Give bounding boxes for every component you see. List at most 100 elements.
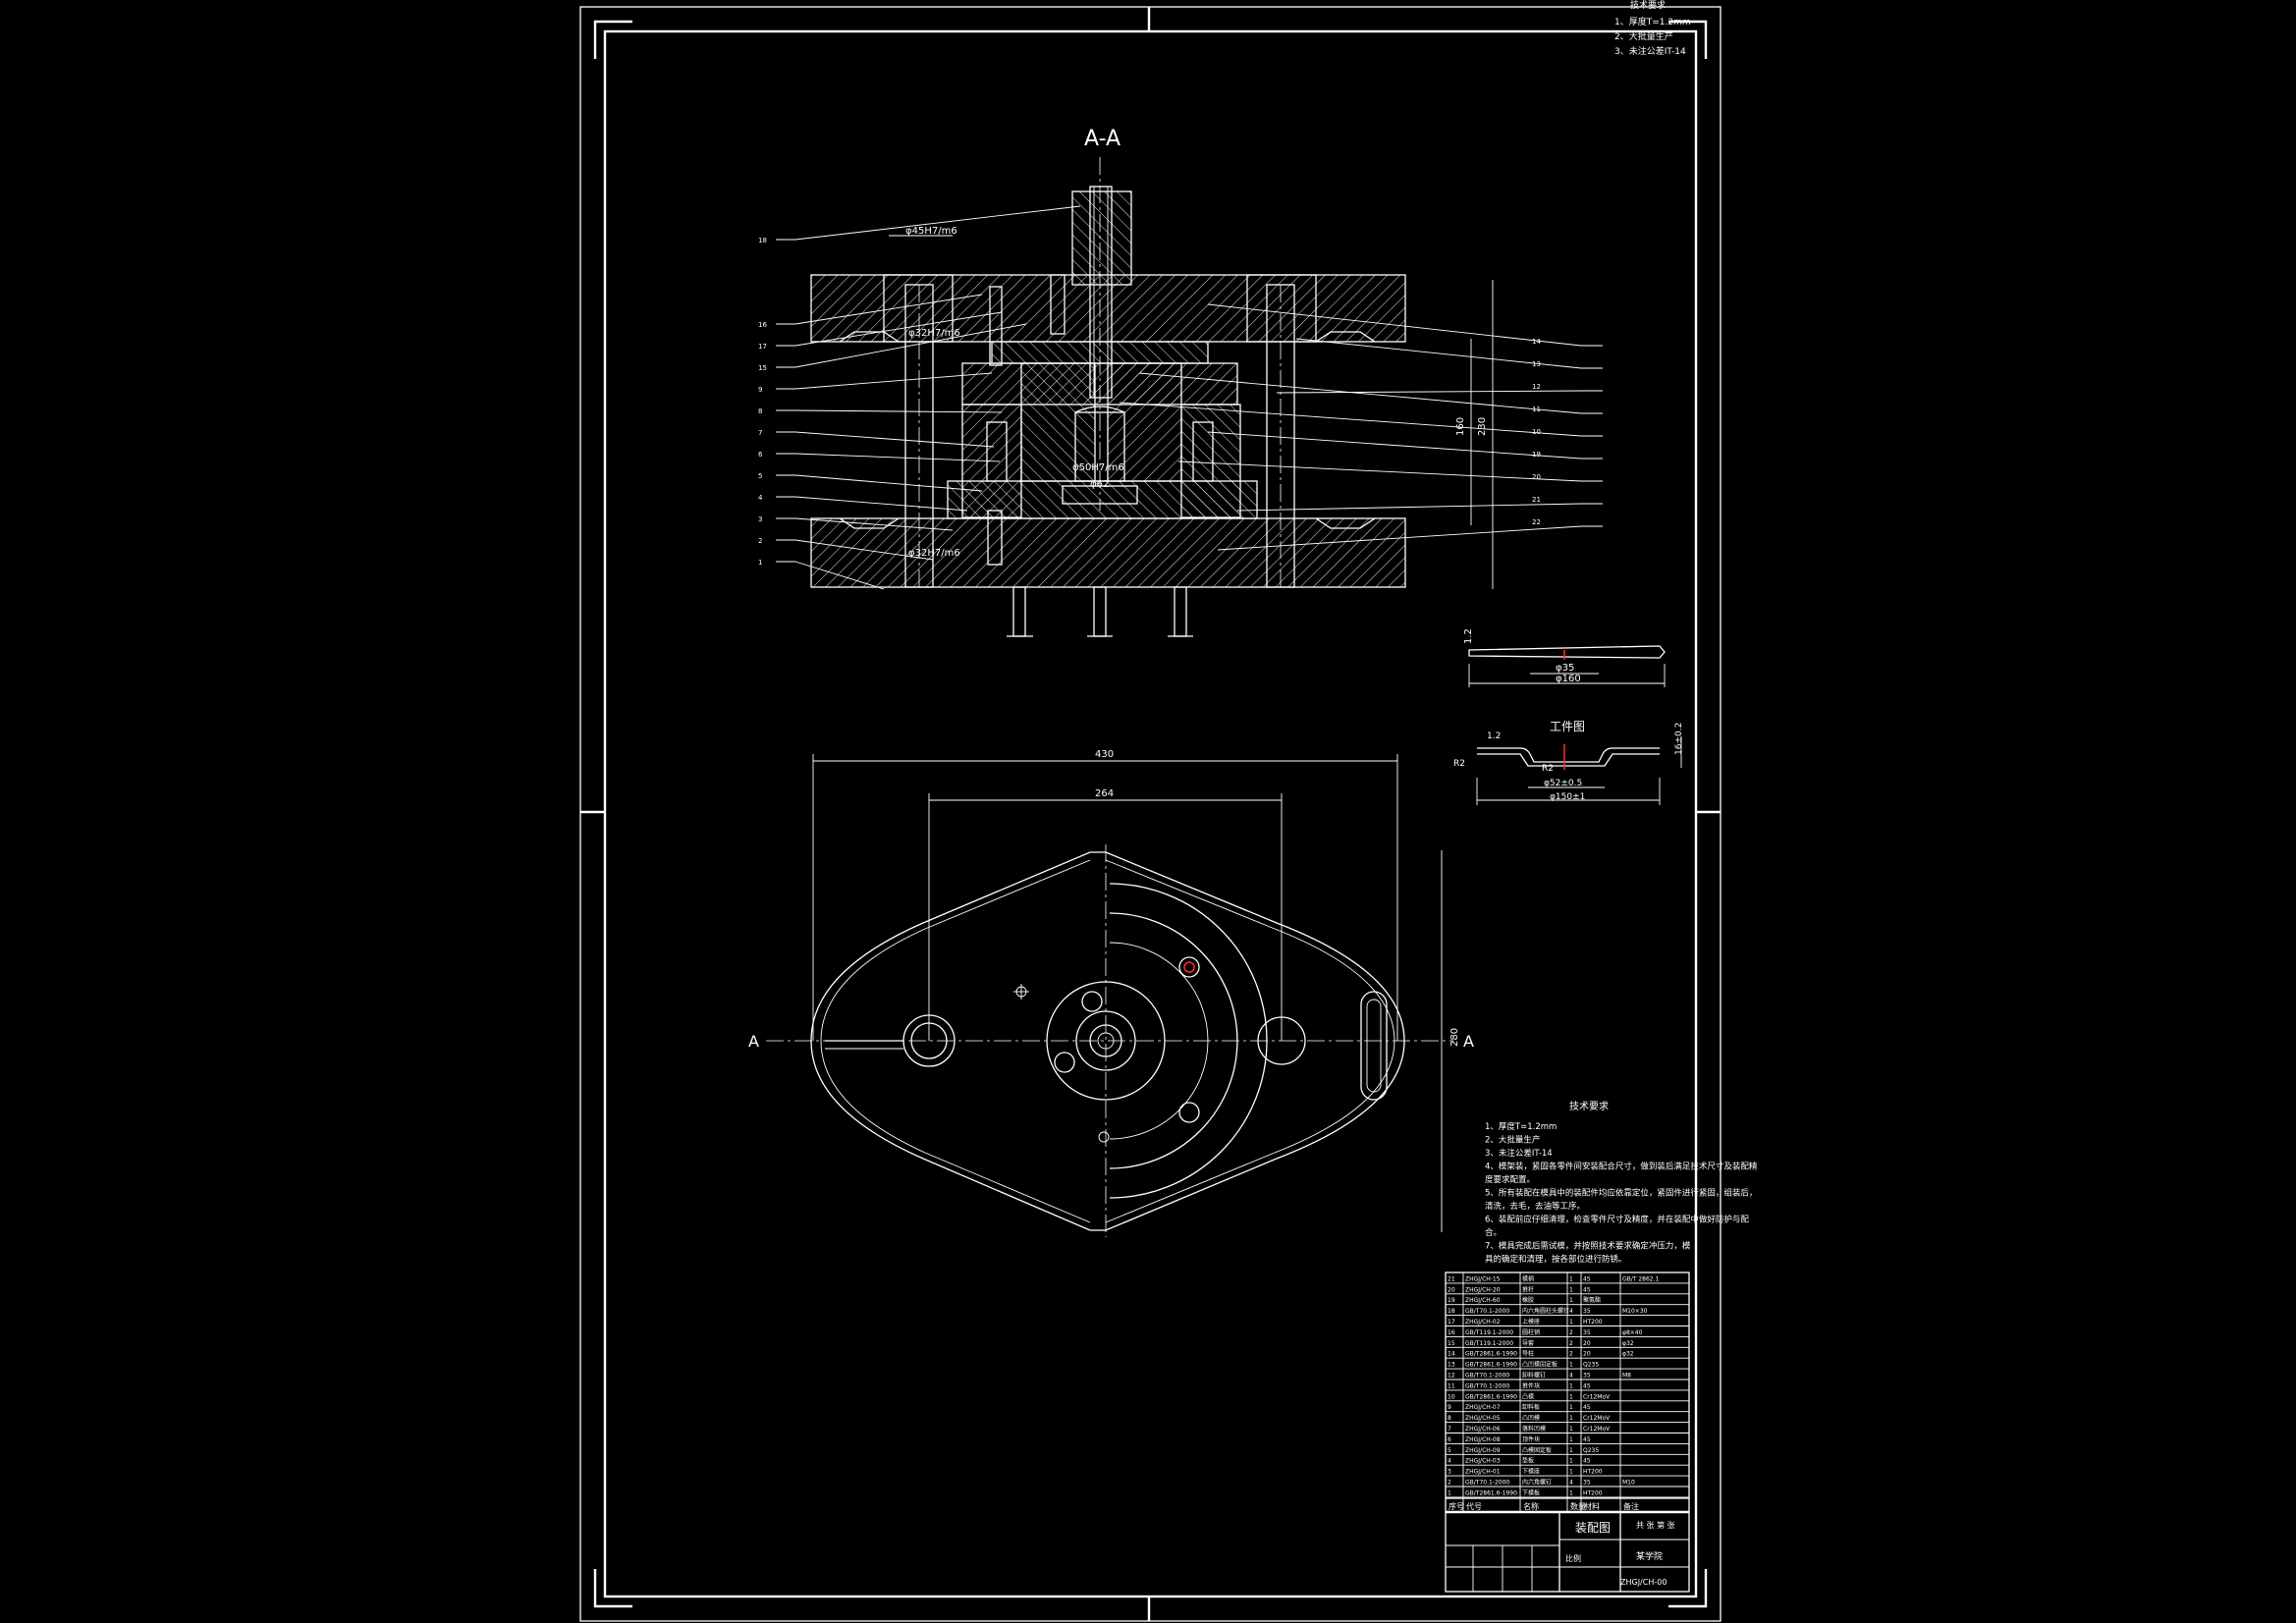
bom-cell: GB/T 2862.1 — [1622, 1275, 1660, 1282]
bom-cell: 45 — [1583, 1458, 1591, 1465]
top-notes-title: 技术要求 — [1630, 0, 1666, 11]
bom-cell: 16 — [1448, 1329, 1455, 1336]
tech-req-line: 合。 — [1485, 1227, 1502, 1238]
bom-cell: 10 — [1448, 1393, 1455, 1400]
bom-cell: 推件块 — [1522, 1381, 1540, 1389]
bom-cell: GB/T70.1-2000 — [1465, 1480, 1509, 1487]
bom-cell: 7 — [1448, 1426, 1451, 1433]
top-note-3: 3、未注公差IT-14 — [1614, 45, 1686, 57]
bom-cell: 2 — [1569, 1340, 1573, 1347]
plan-hole-span: 264 — [1095, 788, 1114, 799]
bom-cell: 4 — [1569, 1373, 1573, 1380]
callout-left-7: 6 — [758, 451, 763, 459]
bom-cell: GB/T70.1-2000 — [1465, 1373, 1509, 1380]
tech-req-line: 5、所有装配在模具中的装配件均应依靠定位，紧固件进行紧固，组装后， — [1485, 1188, 1757, 1199]
section-label: A-A — [1084, 127, 1121, 151]
callout-left-5: 8 — [758, 407, 762, 415]
bom-cell: Q235 — [1583, 1362, 1599, 1369]
bom-cell: GB/T2861.6-1990 — [1465, 1362, 1517, 1369]
bom-cell: 1 — [1569, 1447, 1573, 1454]
workpiece-r: R2 — [1453, 759, 1465, 769]
callout-right-6: 20 — [1532, 473, 1541, 481]
bom-cell: 35 — [1583, 1480, 1591, 1487]
bom-cell: 45 — [1583, 1382, 1591, 1389]
bom-cell: φ8×40 — [1622, 1329, 1643, 1336]
bom-cell: 聚氨酯 — [1583, 1296, 1601, 1304]
bom-header-cell: 数量 — [1570, 1501, 1586, 1511]
callout-right-1: 13 — [1532, 360, 1541, 368]
bom-cell: 12 — [1448, 1373, 1455, 1380]
bom-cell: ZHGJ/CH-09 — [1465, 1447, 1501, 1454]
dim-d3: φ50H7/m6 — [1072, 462, 1124, 473]
callout-left-6: 7 — [758, 429, 762, 437]
callout-left-3: 15 — [758, 364, 767, 372]
bom-cell: GB/T2861.6-1990 — [1465, 1393, 1517, 1400]
top-note-2: 2、大批量生产 — [1614, 30, 1673, 42]
callout-right-5: 19 — [1532, 451, 1541, 459]
bom-cell: 卸料螺钉 — [1522, 1372, 1546, 1380]
bom-cell: 1 — [1569, 1415, 1573, 1422]
bom-cell: 1 — [1448, 1489, 1451, 1496]
dim-d2: φ32H7/m6 — [908, 328, 960, 339]
bom-cell: HT200 — [1583, 1469, 1603, 1476]
blank-thickness: 1.2 — [1463, 628, 1474, 644]
workpiece-h: 16±0.2 — [1674, 723, 1684, 755]
bom-cell: 9 — [1448, 1404, 1451, 1411]
sheet-border — [579, 6, 1722, 1622]
bom-cell: 1 — [1569, 1404, 1573, 1411]
tech-requirements: 技术要求 1、厚度T=1.2mm2、大批量生产3、未注公差IT-144、模架装，… — [1485, 1100, 1758, 1265]
bom-cell: 橡胶 — [1522, 1296, 1534, 1304]
title-scale: 比例 — [1565, 1553, 1581, 1563]
bom-cell: 落料凹模 — [1522, 1425, 1546, 1433]
bom-cell: ZHGJ/CH-07 — [1465, 1404, 1501, 1411]
bom-cell: Q235 — [1583, 1447, 1599, 1454]
bom-cell: 下模座 — [1522, 1468, 1540, 1476]
bom-cell: 45 — [1583, 1436, 1591, 1443]
callout-left-4: 9 — [758, 386, 762, 394]
bom-cell: 凸模固定板 — [1522, 1446, 1552, 1454]
tech-req-line: 1、厚度T=1.2mm — [1485, 1121, 1557, 1132]
bom-cell: 模柄 — [1522, 1274, 1534, 1282]
bom-cell: 15 — [1448, 1340, 1455, 1347]
callout-left-9: 4 — [758, 494, 763, 502]
bom-cell: 垫板 — [1522, 1457, 1534, 1465]
bom-cell: 下模板 — [1522, 1488, 1540, 1496]
bom-cell: 21 — [1448, 1275, 1455, 1282]
title-drawing-no: ZHGJ/CH-00 — [1620, 1578, 1667, 1587]
dim-h2: 230 — [1477, 417, 1488, 436]
bom-cell: GB/T2861.6-1990 — [1465, 1489, 1517, 1496]
tech-req-line: 6、装配前应仔细清理，检查零件尺寸及精度，并在装配中做好防护与配 — [1485, 1215, 1749, 1225]
bom-cell: 1 — [1569, 1469, 1573, 1476]
bom-cell: Cr12MoV — [1583, 1426, 1611, 1433]
workpiece-drawing: 工件图 1.2 R2 R2 φ52±0.5 φ150±1 16±0.2 — [1453, 720, 1684, 805]
bom-cell: ZHGJ/CH-15 — [1465, 1275, 1501, 1282]
tech-req-line: 具的确定和清理，按各部位进行防锈。 — [1485, 1254, 1627, 1265]
dim-h1: 160 — [1455, 417, 1466, 436]
bom-cell: GB/T2861.6-1990 — [1465, 1351, 1517, 1358]
bom-cell: 4 — [1569, 1480, 1573, 1487]
bom-header-cell: 备注 — [1623, 1501, 1639, 1511]
bom-cell: GB/T119.1-2000 — [1465, 1340, 1513, 1347]
top-notes: 技术要求 1、厚度T=1.2mm 2、大批量生产 3、未注公差IT-14 — [1614, 0, 1691, 57]
bom-cell: 8 — [1448, 1415, 1451, 1422]
bom-cell: ZHGJ/CH-60 — [1465, 1297, 1501, 1304]
bom-cell: 1 — [1569, 1297, 1573, 1304]
callout-left-11: 2 — [758, 537, 762, 545]
bom-header-cell: 序号 — [1449, 1501, 1464, 1511]
blank-inner: φ35 — [1556, 663, 1574, 674]
workpiece-inner: φ52±0.5 — [1544, 779, 1582, 788]
callout-right-0: 14 — [1532, 338, 1541, 346]
bom-cell: Cr12MoV — [1583, 1415, 1611, 1422]
bom-cell: ZHGJ/CH-03 — [1465, 1458, 1501, 1465]
callout-right-8: 22 — [1532, 518, 1541, 526]
cut-label-left: A — [748, 1032, 759, 1051]
bom-cell: 1 — [1569, 1489, 1573, 1496]
bom-cell: 导柱 — [1522, 1350, 1534, 1358]
blank-drawing: 1.2 φ35 φ160 — [1463, 628, 1666, 687]
callout-right-2: 12 — [1532, 383, 1541, 391]
bom-cell: ZHGJ/CH-05 — [1465, 1415, 1501, 1422]
workpiece-r2: R2 — [1542, 764, 1554, 774]
bom-cell: 45 — [1583, 1275, 1591, 1282]
